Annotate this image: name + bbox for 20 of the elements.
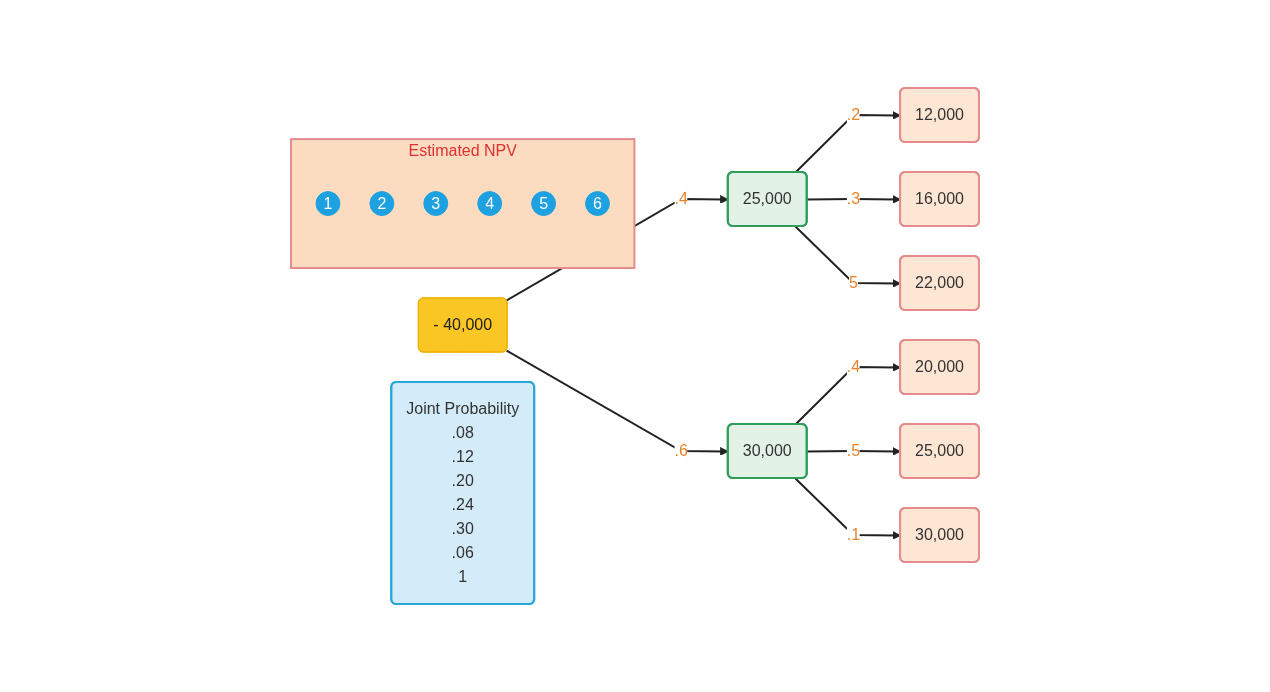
arrow (806, 447, 901, 456)
edge-label: .4 (674, 190, 688, 207)
edge-label: 5 (848, 274, 858, 291)
node-circle: 5 (531, 191, 557, 216)
edge-label: .1 (846, 526, 861, 543)
node-circle: 2 (369, 191, 395, 216)
node-circle: 3 (423, 191, 449, 216)
arrow (806, 195, 901, 204)
edge-label: .4 (846, 358, 861, 375)
edge-label: .5 (846, 442, 861, 459)
edge-label: .3 (846, 190, 861, 207)
node-circle: 6 (585, 191, 610, 216)
arrow (794, 111, 901, 174)
node-circle: 4 (477, 191, 503, 216)
arrow (794, 225, 901, 288)
edge-label: .2 (846, 106, 861, 123)
arrow (794, 477, 901, 540)
edge-label: .6 (674, 442, 688, 459)
node-circle: 1 (315, 191, 341, 216)
arrow (794, 363, 901, 426)
